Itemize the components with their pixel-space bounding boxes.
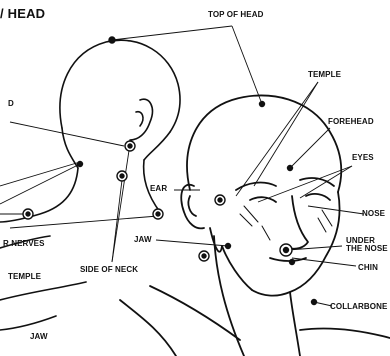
label-jaw-left: JAW <box>30 333 48 341</box>
collarbone-marker <box>312 300 317 305</box>
neck-marker-center <box>120 174 124 178</box>
label-collarbone: COLLARBONE <box>330 303 387 311</box>
top-of-head-marker <box>109 37 115 43</box>
side-neck-marker-center <box>156 212 160 216</box>
temple-marker-center <box>218 198 222 202</box>
nose-marker-center <box>284 248 289 253</box>
label-partial-d: D <box>8 100 14 108</box>
lower-neck-marker-center <box>26 212 30 216</box>
chin-marker <box>290 260 295 265</box>
neck-point-marker <box>78 162 83 167</box>
jaw-marker <box>226 244 231 249</box>
neck-front-marker-center <box>202 254 206 258</box>
leader-lines <box>0 26 364 306</box>
front-head-figure <box>120 95 390 356</box>
back-head-marker-center <box>128 144 132 148</box>
label-side-of-neck: SIDE OF NECK <box>80 266 138 274</box>
label-temple-left: TEMPLE <box>8 273 41 281</box>
label-chin: CHIN <box>358 264 378 272</box>
label-nose: NOSE <box>362 210 385 218</box>
top-front-marker <box>260 102 265 107</box>
page-title: / HEAD <box>0 7 45 21</box>
label-temple: TEMPLE <box>308 71 341 79</box>
label-under-the-nose: UNDER THE NOSE <box>346 237 388 254</box>
label-forehead: FOREHEAD <box>328 118 374 126</box>
label-nerves: R NERVES <box>3 240 45 248</box>
label-ear: EAR <box>150 185 167 193</box>
label-eyes: EYES <box>352 154 374 162</box>
label-top-of-head: TOP OF HEAD <box>208 11 263 19</box>
forehead-marker <box>288 166 293 171</box>
label-under-the-nose-line2: THE NOSE <box>346 245 388 253</box>
label-jaw: JAW <box>134 236 152 244</box>
